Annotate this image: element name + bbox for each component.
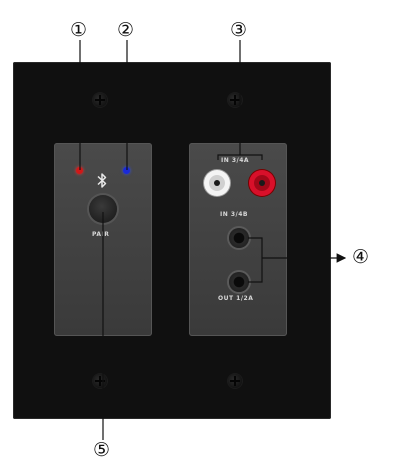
screw-top-left (93, 93, 107, 107)
callout-5: ⑤ (93, 439, 111, 461)
screw-top-right (228, 93, 242, 107)
jack-output-1-2a[interactable] (229, 272, 249, 292)
rca-input-white[interactable] (204, 170, 230, 196)
callout-2: ② (117, 19, 135, 41)
status-led-red (76, 167, 83, 174)
in-3-4b-label: IN 3/4B (220, 211, 248, 218)
status-led-blue (123, 167, 130, 174)
bluetooth-icon (97, 173, 107, 188)
screw-bottom-right (228, 374, 242, 388)
jack-input-3-4b[interactable] (229, 228, 249, 248)
pair-label: PAIR (92, 231, 110, 238)
rca-input-red[interactable] (249, 170, 275, 196)
leader-line-3-bracket (217, 154, 263, 160)
leader-line-4-bracket (248, 237, 263, 283)
audio-io-module: IN 3/4A IN 3/4B OUT 1/2A (189, 143, 287, 336)
callout-4: ④ (352, 246, 370, 268)
callout-3: ③ (230, 19, 248, 41)
callout-1: ① (70, 19, 88, 41)
in-3-4a-label: IN 3/4A (221, 157, 250, 164)
out-1-2a-label: OUT 1/2A (218, 295, 254, 302)
